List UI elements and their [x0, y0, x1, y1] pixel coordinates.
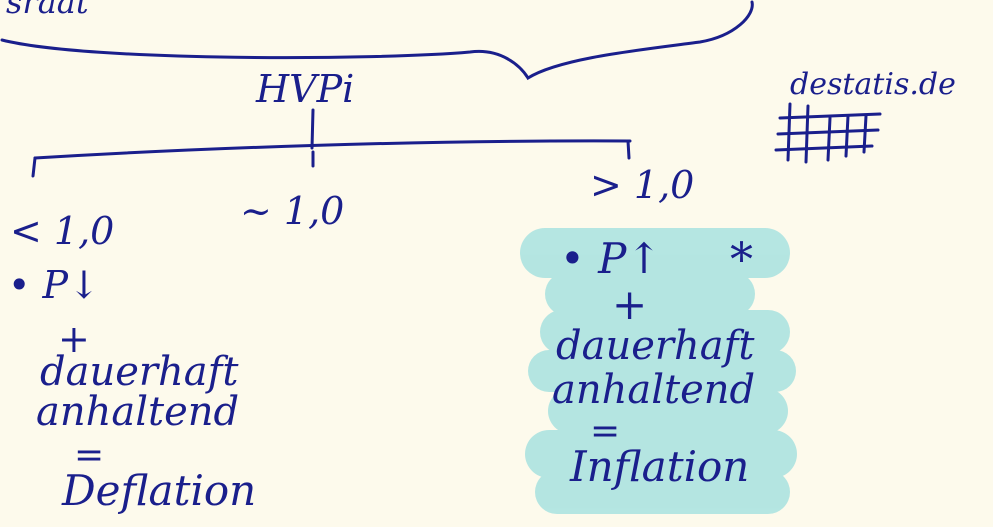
right-line1: dauerhaft: [556, 323, 755, 369]
top-partial-text: sraat: [6, 0, 89, 21]
scale-tick-right: [626, 139, 631, 160]
grid-sketch-icon: [774, 102, 882, 164]
right-star: *: [730, 232, 753, 286]
scale-tick-center: [310, 108, 315, 168]
right-result: Inflation: [570, 442, 750, 491]
scale-left-label: < 1,0: [10, 209, 115, 253]
scale-line: [33, 139, 632, 160]
right-line2: anhaltend: [552, 367, 756, 413]
scale-right-label: > 1,0: [590, 163, 695, 207]
website-label: destatis.de: [790, 67, 956, 102]
right-equals: =: [590, 411, 621, 452]
curly-brace-stroke: [0, 0, 754, 81]
scale-center-label: ~ 1,0: [240, 189, 345, 233]
right-plus: +: [612, 280, 648, 329]
left-line2: anhaltend: [36, 389, 240, 435]
left-line1: dauerhaft: [40, 349, 239, 395]
scale-tick-left: [31, 156, 37, 178]
left-plus: +: [58, 317, 90, 361]
right-bullet: • P↑: [560, 234, 662, 283]
highlight-marker: [520, 228, 797, 514]
hvpi-label: HVPi: [256, 67, 355, 111]
left-bullet: • P↓: [8, 263, 100, 307]
left-equals: =: [74, 435, 105, 476]
left-result: Deflation: [62, 466, 257, 515]
